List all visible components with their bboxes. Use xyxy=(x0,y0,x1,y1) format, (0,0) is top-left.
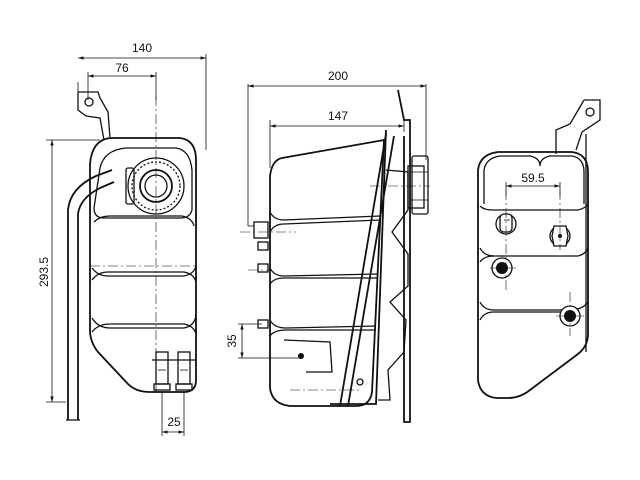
front-side-pipe xyxy=(67,169,115,420)
front-rib-3 xyxy=(91,271,197,283)
dim-side-length-overall: 200 xyxy=(328,69,348,83)
front-rib-5 xyxy=(91,323,197,335)
front-rib-4 xyxy=(91,315,197,329)
front-rib-1 xyxy=(93,215,195,227)
dim-side-length-partial: 147 xyxy=(328,109,348,123)
front-top-bracket xyxy=(77,91,111,141)
side-rib-6 xyxy=(269,329,376,337)
side-filler-cap xyxy=(407,155,429,215)
rear-bracket-hole xyxy=(585,107,595,117)
side-rib-5 xyxy=(269,319,377,329)
side-rib-3 xyxy=(269,267,379,277)
rear-view: 59.5 xyxy=(477,99,601,399)
dim-front-width-cap: 76 xyxy=(115,61,129,75)
rear-top-bracket xyxy=(555,99,601,154)
dim-front-width-overall: 140 xyxy=(132,41,152,55)
front-bottom-outlets xyxy=(152,351,196,391)
side-diagonal-strap-a xyxy=(339,133,387,407)
dim-front-outlet-spacing: 25 xyxy=(167,415,181,429)
front-filler-cap xyxy=(125,157,185,215)
side-rib-1 xyxy=(269,211,381,221)
dim-front-height: 293.5 xyxy=(37,257,51,287)
side-bracket-strip xyxy=(330,89,411,423)
side-left-ports xyxy=(248,221,269,329)
side-rib-2 xyxy=(269,219,381,233)
dim-rear-port-spacing: 59.5 xyxy=(521,171,545,185)
rear-rib-3 xyxy=(479,255,495,263)
front-view: 140 76 293.5 25 xyxy=(37,41,207,436)
front-bracket-hole xyxy=(84,97,94,107)
front-tank-upper-bulge xyxy=(93,147,193,219)
dim-side-port-height: 35 xyxy=(225,334,239,348)
side-view: 200 147 35 xyxy=(225,69,430,423)
side-tank-outline xyxy=(269,138,385,407)
side-diagonal-strap-b xyxy=(347,135,395,407)
side-bolt-bottom xyxy=(356,378,364,386)
side-bolt xyxy=(298,353,304,359)
rear-rib-2 xyxy=(479,247,589,257)
rear-rib-1 xyxy=(479,203,589,211)
rear-rib-5 xyxy=(479,311,572,321)
front-tank-outline xyxy=(89,137,197,393)
rear-top-bulge xyxy=(483,155,585,204)
front-rib-2 xyxy=(91,265,197,277)
side-bottom-inner xyxy=(283,339,333,373)
rear-tank-outline xyxy=(477,151,589,399)
rear-rib-4 xyxy=(479,301,589,311)
side-rib-4 xyxy=(269,277,378,285)
